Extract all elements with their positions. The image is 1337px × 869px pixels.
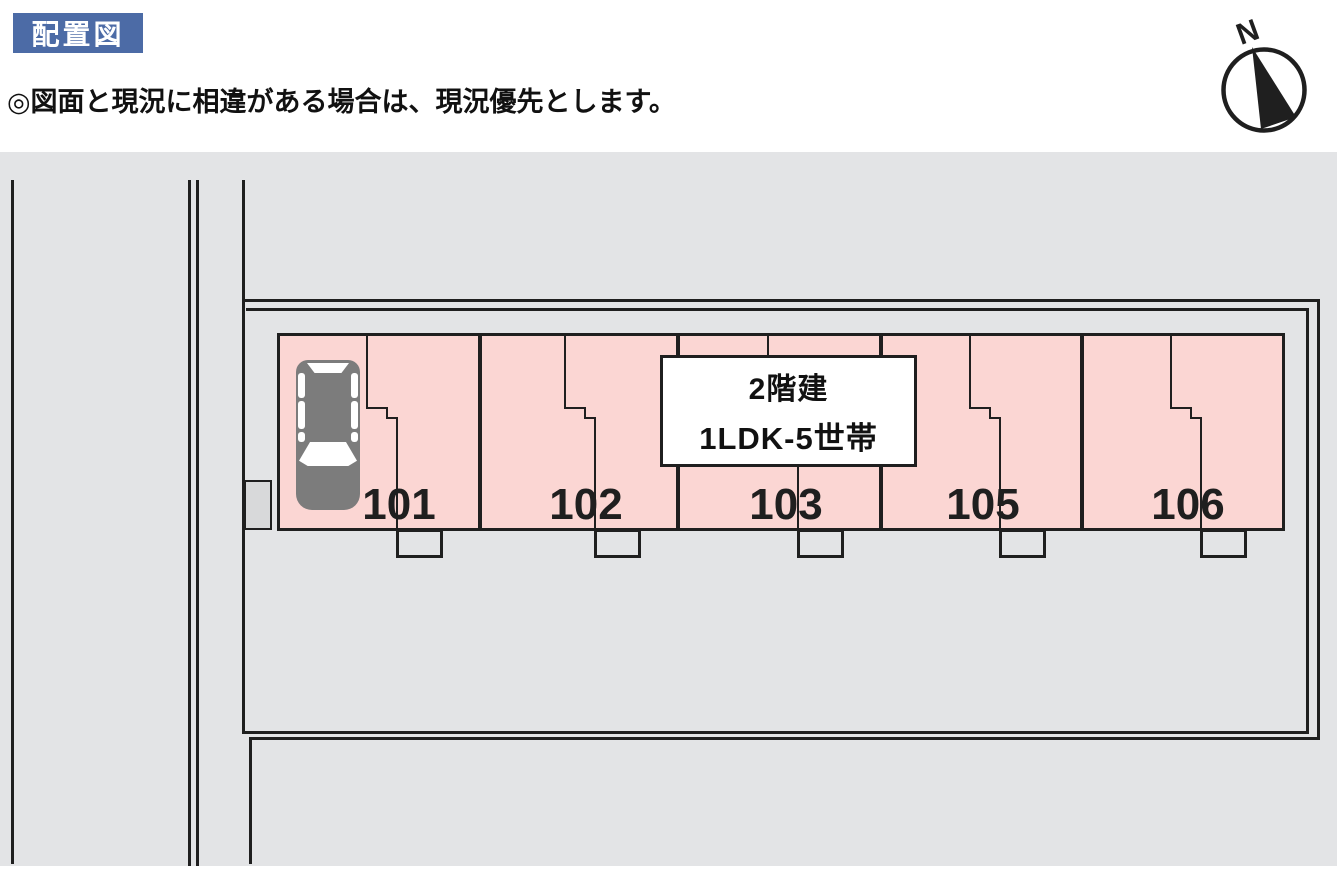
unit-label-103: 103	[749, 480, 823, 529]
compass-icon	[1221, 47, 1307, 133]
entry-step-line	[1190, 407, 1192, 419]
entry-step-line	[1200, 417, 1202, 531]
car-window	[351, 373, 358, 398]
boundary-bottom-inner	[242, 731, 1309, 734]
entry-step-line	[989, 417, 1001, 419]
boundary-top-outer	[242, 299, 1320, 302]
car-window	[351, 401, 358, 429]
entry-step-line	[969, 335, 971, 409]
road-line-front-upper	[242, 180, 245, 733]
entry-step-line	[386, 407, 388, 419]
road-line-left	[11, 180, 14, 864]
entry-step-line	[797, 417, 799, 531]
building-storeys-label: 2階建	[748, 373, 829, 406]
entry-step-line	[396, 417, 398, 531]
entry-step-line	[366, 335, 368, 409]
entry-step-line	[1170, 335, 1172, 409]
entry-step-line	[594, 417, 596, 531]
building-label-box: 2階建 1LDK-5世帯	[660, 355, 917, 467]
unit-divider-line	[1080, 333, 1084, 531]
car-window	[298, 432, 305, 442]
entry-step-line	[1190, 417, 1202, 419]
entry-step-line	[366, 407, 388, 409]
road-line-front-lower	[249, 737, 252, 864]
car-window	[298, 401, 305, 429]
page-title: 配置図	[13, 13, 143, 53]
entry-step-line	[969, 407, 991, 409]
porch-step	[594, 529, 641, 558]
car-body	[296, 360, 360, 510]
porch-step	[797, 529, 844, 558]
entry-step-line	[564, 407, 586, 409]
porch-step	[999, 529, 1046, 558]
unit-label-105: 105	[946, 480, 1020, 529]
entry-step-line	[584, 407, 586, 419]
car-window	[298, 373, 305, 398]
entry-step-line	[989, 407, 991, 419]
entry-step-line	[386, 417, 398, 419]
car-rear-window	[307, 363, 349, 373]
entry-step-line	[584, 417, 596, 419]
porch-step	[1200, 529, 1247, 558]
road-line-double-inner	[196, 180, 199, 866]
porch-step	[396, 529, 443, 558]
boundary-bottom-outer	[249, 737, 1320, 740]
entry-step-line	[564, 335, 566, 409]
boundary-top-inner	[246, 308, 1309, 311]
unit-label-101: 101	[362, 480, 436, 529]
unit-divider-line	[478, 333, 482, 531]
car-icon	[296, 360, 360, 510]
utility-box	[244, 480, 272, 530]
road-line-double-outer	[188, 180, 191, 866]
car-window	[351, 432, 358, 442]
car-windshield	[299, 442, 357, 466]
entry-step-line	[999, 417, 1001, 531]
unit-label-102: 102	[549, 480, 623, 529]
boundary-right-inner	[1306, 308, 1309, 734]
disclaimer-note: ◎図面と現況に相違がある場合は、現況優先とします。	[7, 87, 676, 117]
site-plan-map: 2階建 1LDK-5世帯 101 102 103 105 106	[0, 152, 1337, 866]
entry-step-line	[1170, 407, 1192, 409]
building-type-label: 1LDK-5世帯	[699, 421, 878, 456]
unit-label-106: 106	[1151, 480, 1225, 529]
boundary-right-outer	[1317, 299, 1320, 740]
